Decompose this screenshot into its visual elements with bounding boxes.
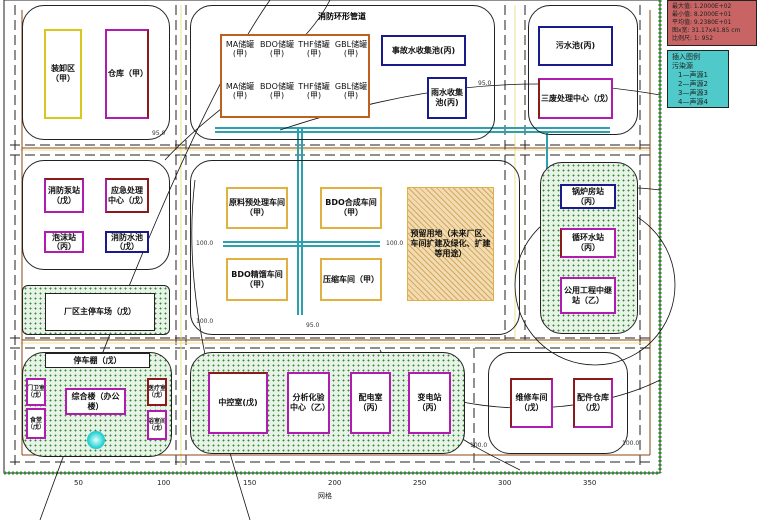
building-control-room[interactable]: 中控室(戊) bbox=[208, 372, 268, 434]
building-sewage-pool[interactable]: 污水池(丙) bbox=[538, 26, 613, 66]
stats-line: 最大值: 1.2000E+02 bbox=[672, 3, 732, 10]
zone-waste bbox=[528, 5, 638, 135]
zone-repair bbox=[488, 352, 628, 454]
axis-tick: 200 bbox=[328, 479, 342, 487]
building-fire-pool[interactable]: 消防水池（戊） bbox=[105, 231, 149, 253]
contour-label: 100.0 bbox=[386, 240, 404, 247]
building-compress[interactable]: 压缩车间（甲） bbox=[320, 258, 382, 301]
tank-label: BDO储罐(甲) bbox=[260, 40, 294, 58]
building-waste-center[interactable]: 三废处理中心（戊） bbox=[538, 78, 613, 119]
building-circ-water[interactable]: 循环水站（丙） bbox=[560, 228, 616, 258]
fountain bbox=[87, 431, 105, 449]
building-boiler[interactable]: 锅炉房站（丙） bbox=[560, 184, 616, 209]
building-bdo-synthesis[interactable]: BDO合成车间（甲） bbox=[320, 187, 382, 229]
building-utility[interactable]: 公用工程中继站（乙） bbox=[560, 277, 616, 314]
contour-label: 95.0 bbox=[306, 322, 320, 329]
stats-line: 比例尺: 1: 952 bbox=[672, 35, 714, 42]
building-guard-4[interactable]: 浴室间（戊） bbox=[147, 410, 167, 440]
building-lab[interactable]: 分析化验中心（乙） bbox=[287, 372, 330, 434]
legend-group: 污染源 bbox=[672, 62, 693, 70]
contour-label: 95.0 bbox=[478, 80, 492, 87]
building-guard-1[interactable]: 门卫室（戊） bbox=[26, 378, 46, 406]
contour-label: 95.0 bbox=[152, 130, 166, 137]
building-power-room[interactable]: 配电室（丙） bbox=[350, 372, 391, 434]
stats-line: 最小值: 8.2000E+01 bbox=[672, 11, 732, 18]
axis-tick: 300 bbox=[498, 479, 512, 487]
building-guard-3[interactable]: 医疗室（戊） bbox=[147, 378, 167, 406]
tank-label: GBL储罐(甲) bbox=[334, 40, 368, 58]
stats-line: 平均值: 9.2380E+01 bbox=[672, 19, 732, 26]
building-parking[interactable]: 厂区主停车场（戊） bbox=[45, 293, 155, 331]
building-repair[interactable]: 维修车间（戊） bbox=[510, 378, 553, 428]
stats-line: 图x宽: 31.17x41.85 cm bbox=[672, 27, 741, 34]
building-accident-pool[interactable]: 事故水收集池(丙) bbox=[381, 35, 466, 66]
tank-label: GBL储罐(甲) bbox=[334, 82, 368, 100]
tank-label: THF储罐(甲) bbox=[298, 40, 330, 58]
legend-item: 1—声源1 bbox=[678, 71, 708, 79]
reserved-land[interactable]: 预留用地（未来厂区、车间扩建及绿化、扩建等用途） bbox=[407, 187, 494, 301]
axis-label: 网格 bbox=[318, 492, 332, 500]
axis-tick: 100 bbox=[157, 479, 171, 487]
building-warehouse[interactable]: 仓库（甲） bbox=[105, 29, 149, 119]
building-loading-area[interactable]: 装卸区（甲） bbox=[44, 29, 82, 119]
tank-farm[interactable] bbox=[220, 34, 370, 118]
tank-label: MA储罐(甲) bbox=[225, 40, 255, 58]
contour-label: 100.0 bbox=[196, 240, 214, 247]
contour-label: 100.0 bbox=[622, 440, 640, 447]
axis-tick: 350 bbox=[583, 479, 597, 487]
building-fire-pump[interactable]: 消防泵站（戊） bbox=[44, 178, 84, 213]
building-office[interactable]: 综合楼（办公楼） bbox=[65, 388, 126, 415]
building-pretreat[interactable]: 原料预处理车间（甲） bbox=[226, 187, 288, 229]
zone-storage bbox=[22, 5, 170, 140]
building-foam-station[interactable]: 泡沫站（丙） bbox=[44, 231, 84, 253]
building-emergency-center[interactable]: 应急处理中心（戊） bbox=[105, 178, 149, 213]
contour-label: 100.0 bbox=[196, 318, 214, 325]
stats-panel: 最大值: 1.2000E+02 最小值: 8.2000E+01 平均值: 9.2… bbox=[667, 0, 757, 46]
roads bbox=[10, 5, 655, 470]
tank-label: THF储罐(甲) bbox=[298, 82, 330, 100]
building-rain-pool[interactable]: 雨水收集池(丙) bbox=[427, 77, 467, 119]
building-bdo-distill[interactable]: BDO精馏车间（甲） bbox=[226, 258, 288, 301]
pipe-label: 消防环形管道 bbox=[318, 12, 366, 21]
legend-panel: 插入图例 污染源 1—声源1 2—声源2 3—声源3 4—声源4 bbox=[667, 50, 729, 108]
building-guard-2[interactable]: 食堂（戊） bbox=[26, 408, 46, 439]
zone-process bbox=[190, 160, 520, 335]
zone-tank-farm bbox=[190, 5, 495, 140]
building-parts[interactable]: 配件仓库（戊） bbox=[573, 378, 613, 428]
contour-label: 100.0 bbox=[470, 442, 488, 449]
axis-tick: 150 bbox=[243, 479, 257, 487]
legend-item: 3—声源3 bbox=[678, 89, 708, 97]
tank-label: BDO储罐(甲) bbox=[260, 82, 294, 100]
axis-tick: 50 bbox=[74, 479, 83, 487]
building-substation[interactable]: 变电站（丙） bbox=[408, 372, 451, 434]
building-bike-shed[interactable]: 停车棚（戊） bbox=[45, 353, 150, 368]
legend-title: 插入图例 bbox=[672, 53, 700, 61]
axis-tick: 250 bbox=[413, 479, 427, 487]
tank-label: MA储罐(甲) bbox=[225, 82, 255, 100]
legend-item: 2—声源2 bbox=[678, 80, 708, 88]
legend-item: 4—声源4 bbox=[678, 98, 708, 106]
zone-fire bbox=[22, 160, 170, 270]
